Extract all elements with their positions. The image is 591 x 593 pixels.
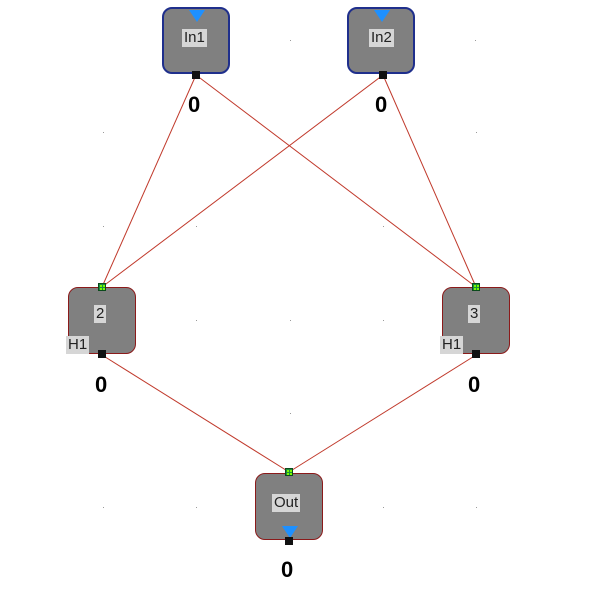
grid-dot xyxy=(196,320,197,321)
grid-dot xyxy=(196,226,197,227)
node-value: 0 xyxy=(281,557,294,582)
input-port[interactable] xyxy=(472,283,480,291)
grid-dot xyxy=(476,507,477,508)
grid-dot xyxy=(383,226,384,227)
grid-dot xyxy=(383,320,384,321)
grid-dot xyxy=(290,40,291,41)
node-value: 0 xyxy=(188,92,201,117)
output-node-out[interactable]: Out xyxy=(255,473,323,540)
node-value: 0 xyxy=(468,372,481,397)
node-label: In1 xyxy=(182,29,207,47)
input-marker-icon xyxy=(189,10,205,22)
grid-dot xyxy=(103,507,104,508)
input-marker-icon xyxy=(374,10,390,22)
input-port[interactable] xyxy=(285,468,293,476)
edge-in1-h3[interactable] xyxy=(195,74,477,288)
node-label: Out xyxy=(272,494,301,512)
grid-dot xyxy=(290,320,291,321)
edge-in1-h2[interactable] xyxy=(101,74,197,288)
grid-dot xyxy=(476,132,477,133)
edge-in2-h2[interactable] xyxy=(101,74,384,288)
output-port[interactable] xyxy=(472,350,480,358)
output-marker-icon xyxy=(282,526,298,538)
output-port[interactable] xyxy=(98,350,106,358)
edge-h2-out[interactable] xyxy=(101,354,290,473)
node-value: 0 xyxy=(375,92,388,117)
edge-h3-out[interactable] xyxy=(288,354,477,473)
output-port[interactable] xyxy=(192,71,200,79)
grid-dot xyxy=(103,226,104,227)
node-label: 2 xyxy=(94,305,107,323)
grid-dot xyxy=(103,132,104,133)
edge-in2-h3[interactable] xyxy=(382,74,477,288)
node-label: In2 xyxy=(369,29,394,47)
grid-dot xyxy=(290,413,291,414)
input-node-in2[interactable]: In2 xyxy=(347,7,415,74)
grid-dot xyxy=(383,507,384,508)
grid-dot xyxy=(475,40,476,41)
output-port[interactable] xyxy=(379,71,387,79)
layer-tag: H1 xyxy=(440,336,464,354)
grid-dot xyxy=(196,507,197,508)
layer-tag: H1 xyxy=(66,336,90,354)
node-label: 3 xyxy=(468,305,481,323)
input-port[interactable] xyxy=(98,283,106,291)
output-port[interactable] xyxy=(285,537,293,545)
input-node-in1[interactable]: In1 xyxy=(162,7,230,74)
node-value: 0 xyxy=(95,372,108,397)
